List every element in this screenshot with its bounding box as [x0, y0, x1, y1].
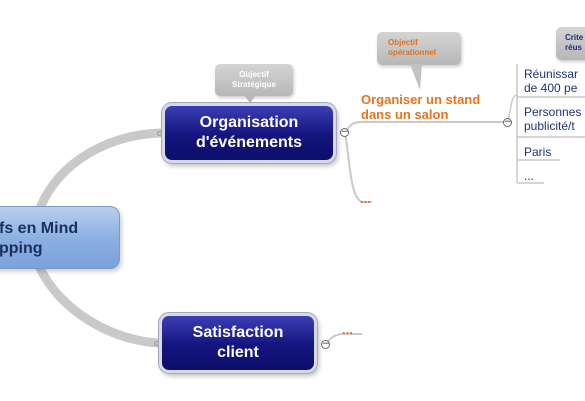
minus-circle-icon[interactable]: −: [503, 117, 512, 127]
connector-central-organisation: [35, 128, 165, 213]
criteria-item[interactable]: Réunissar de 400 pe: [524, 67, 578, 95]
node-satisfaction-client[interactable]: Satisfaction client: [158, 312, 318, 374]
sat-label-line2: client: [217, 344, 259, 361]
callout-objectif-operationnel: Objectif opérationnel: [377, 32, 461, 65]
op-label-line2: dans un salon: [361, 107, 449, 122]
org-label-line2: d'événements: [195, 134, 303, 151]
callout-crit-line2: réus: [565, 43, 582, 52]
callout-op-line2: opérationnel: [388, 48, 437, 57]
node-sat-more[interactable]: ...: [342, 322, 353, 337]
callout-crit-line1: Crite: [565, 33, 584, 42]
callout-strat-line2: Stratégique: [231, 80, 276, 89]
criteria-item[interactable]: Paris: [524, 145, 551, 159]
central-topic-node[interactable]: fs en Mind pping: [0, 206, 120, 269]
criteria-item-2-line1: Personnes: [524, 105, 582, 119]
central-topic-line1: fs en Mind: [0, 220, 79, 237]
connector-org-op: [344, 121, 505, 134]
op-label-line1: Organiser un stand: [361, 92, 481, 107]
criteria-item-4-line1: ...: [524, 169, 535, 183]
connector-dot-satisfaction: [154, 341, 159, 346]
callout-criteres-reussite: Crite réus: [556, 27, 585, 60]
sat-label-line1: Satisfaction: [192, 324, 284, 341]
callout-objectif-strategique: Objectif Stratégique: [215, 64, 293, 96]
criteria-item[interactable]: Personnes publicité/t: [524, 105, 581, 133]
callout-op-line1: Objectif: [388, 38, 418, 47]
connector-org-more: [344, 132, 372, 203]
node-org-more[interactable]: ...: [360, 191, 371, 206]
connector-dot-organisation: [157, 131, 162, 136]
criteria-item-1-line1: Réunissar: [524, 67, 579, 81]
central-topic-line2: pping: [0, 240, 43, 257]
criteria-item-3-line1: Paris: [524, 145, 552, 159]
org-label-line1: Organisation: [199, 114, 299, 131]
criteria-item[interactable]: ...: [524, 169, 534, 183]
minus-circle-icon[interactable]: −: [321, 339, 330, 349]
callout-strat-tail: [244, 95, 256, 103]
criteria-item-2-line2: publicité/t: [524, 119, 575, 133]
node-organiser-stand[interactable]: Organiser un stand dans un salon: [361, 92, 480, 122]
minus-circle-icon[interactable]: −: [340, 127, 349, 137]
criteria-item-1-line2: de 400 pe: [524, 81, 578, 95]
connector-central-satisfaction: [35, 263, 163, 348]
callout-op-tail: [410, 64, 422, 90]
node-organisation-evenements[interactable]: Organisation d'événements: [161, 102, 337, 164]
callout-strat-line1: Objectif: [239, 70, 269, 79]
